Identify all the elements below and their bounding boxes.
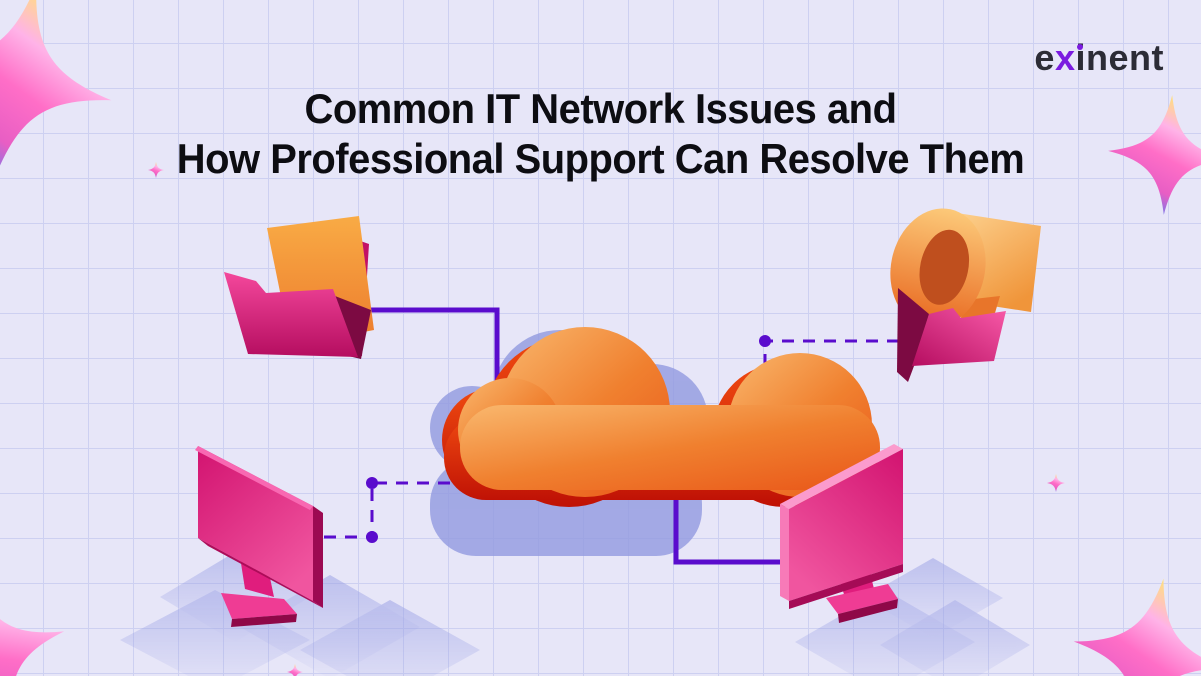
connector-node (366, 531, 378, 543)
monitor-right-shadow (795, 558, 1030, 676)
connector-right-dashed (734, 335, 899, 439)
title-line-2: How Professional Support Can Resolve The… (176, 135, 1025, 182)
connector-right-solid (673, 470, 794, 565)
page-title: Common IT Network Issues and How Profess… (30, 84, 1171, 184)
connector-node (366, 477, 378, 489)
logo-text-pre: e (1034, 37, 1055, 78)
monitor-left-icon (195, 446, 323, 627)
sparkle-small-icon (287, 664, 303, 676)
scroll-folder-icon (890, 208, 1041, 382)
cloud-icon (442, 327, 880, 507)
sparkle-bottom-right-icon (1060, 565, 1201, 676)
sparkle-bottom-left-icon (0, 559, 85, 676)
connector-node (759, 335, 771, 347)
connector-left-dashed (324, 477, 497, 543)
logo-text-accent: x (1054, 37, 1076, 78)
sparkle-small-icon (1047, 474, 1065, 492)
logo: exinent (1034, 40, 1164, 76)
title-line-1: Common IT Network Issues and (304, 85, 897, 132)
logo-text-i: i (1075, 37, 1086, 78)
open-folder-icon (224, 216, 374, 359)
logo-text-post: nent (1086, 37, 1164, 78)
monitor-right-icon (780, 444, 903, 623)
